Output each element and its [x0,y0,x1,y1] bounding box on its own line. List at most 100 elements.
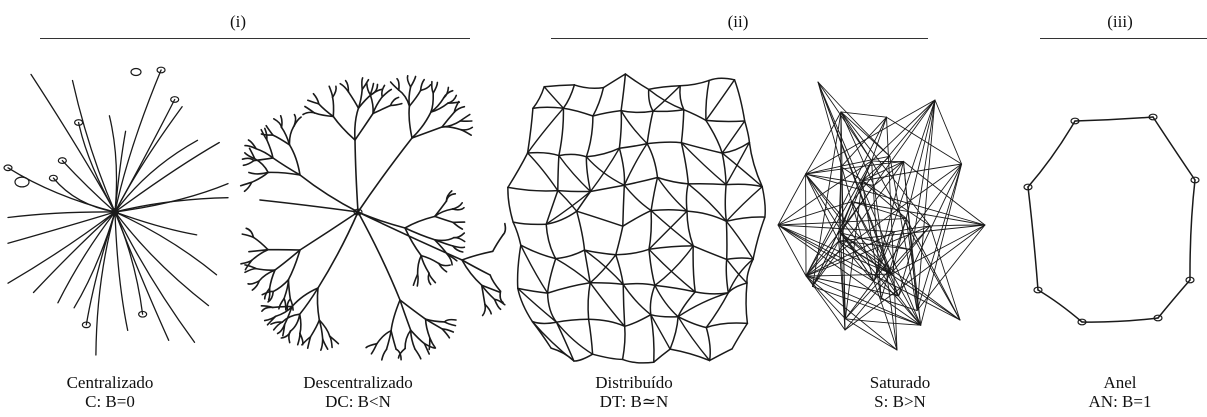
mesh-edge [710,349,733,361]
mesh-edge [653,86,680,111]
mesh-edge [680,86,684,110]
mesh-edge [557,322,593,354]
mesh-edge [745,121,750,142]
branch [243,158,254,160]
mesh-edge [678,292,695,317]
spoke [115,70,161,212]
mesh-edge [621,74,625,111]
mesh-edge [653,110,684,112]
mesh-edge [544,85,574,87]
branch [317,288,319,320]
branch [460,115,470,121]
mesh-edge [559,154,587,156]
branch [323,339,328,349]
mesh-edge [556,250,585,259]
mesh-edge [521,245,548,293]
branch [435,238,454,241]
mesh-edge [557,319,589,322]
mesh-edge [655,246,693,286]
branch [429,273,435,283]
spoke [115,212,197,235]
spoke [58,212,115,303]
mesh-edge [732,323,747,348]
mesh-edge [722,153,726,185]
mesh-edge [753,217,765,259]
mesh-edge [518,288,533,321]
dense-edge [872,161,904,162]
mesh-edge [706,80,735,121]
trunk [358,138,412,212]
mesh-edge [591,185,625,191]
caption-name: Saturado [800,373,1000,392]
mesh-edge [706,80,709,120]
spoke [115,212,143,314]
mesh-edge [593,354,623,359]
mesh-edge [706,323,747,328]
caption-name: Distribuído [534,373,734,392]
dense-edge [806,276,845,319]
hub-node [111,208,119,216]
mesh-edge [574,85,603,88]
mesh-edge [681,110,683,143]
mesh-edge [588,283,590,319]
branch [253,237,268,249]
branch [310,320,319,337]
ring-edge [1082,318,1158,322]
ring-network-drawing [1024,114,1199,325]
branch [435,201,447,216]
dense-edge [813,202,852,287]
dense-edge [806,161,872,276]
mesh-edge [726,221,753,259]
mesh-edge [518,245,521,288]
branch [431,93,433,112]
mesh-edge [619,111,621,149]
mesh-edge [528,153,558,191]
mesh-edge [684,110,706,121]
mesh-edge [647,144,657,178]
mesh-edge [746,283,747,323]
mesh-edge [647,142,681,143]
branch [262,307,273,311]
mesh-edge [623,284,655,286]
caption-name: Centralizado [10,373,210,392]
centralized-network-drawing [4,67,228,355]
mesh-edge [586,116,593,157]
dense-edge [904,161,986,225]
mesh-edge [695,292,728,294]
mesh-edge [625,74,648,89]
mesh-edge [528,153,559,156]
dense-edge [935,100,962,164]
mesh-edge [670,349,710,360]
saturated-network-drawing [778,82,985,350]
mesh-edge [688,184,726,185]
mesh-edge [762,187,765,218]
mesh-edge [681,143,722,153]
branch [391,82,399,90]
dense-edge [887,117,962,164]
mesh-edge [546,192,590,225]
branch [382,349,387,360]
dense-edge [778,225,895,232]
mesh-edge [556,259,591,283]
branch [370,95,373,114]
mesh-edge [532,322,556,324]
ring-edge [1075,117,1153,121]
mesh-edge [654,349,670,362]
spoke [31,74,115,212]
mesh-edge [623,185,625,226]
branch [321,339,323,350]
spoke [109,116,116,212]
mesh-edge [726,217,765,221]
branch [409,91,420,107]
caption-formula: AN: B=1 [1020,392,1207,411]
ring-edge [1028,121,1075,187]
mesh-edge [589,319,593,354]
branch [391,300,400,331]
branch [405,330,411,348]
branch [367,84,370,95]
branch [433,82,437,93]
branch [242,234,253,237]
node-loop [131,69,141,76]
mesh-edge [649,211,651,250]
mesh-edge [706,293,728,328]
